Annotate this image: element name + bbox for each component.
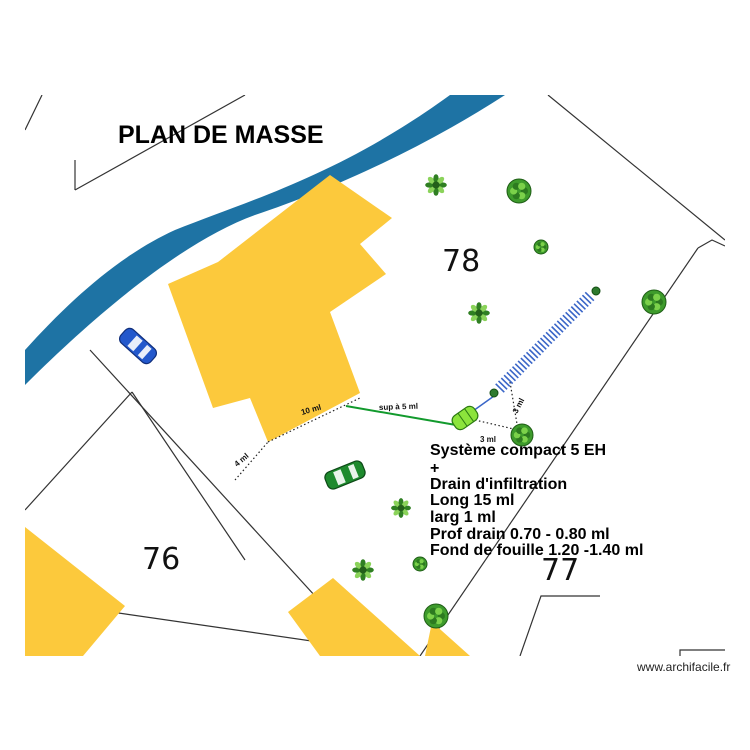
drain-segment bbox=[497, 380, 508, 390]
note-line: larg 1 ml bbox=[430, 509, 496, 526]
note-line: Long 15 ml bbox=[430, 492, 514, 509]
tree-icon bbox=[533, 239, 549, 255]
drain-segment bbox=[570, 306, 581, 316]
building-lot-77 bbox=[288, 578, 470, 656]
drain-segment bbox=[523, 354, 533, 365]
drain-segment bbox=[542, 334, 553, 345]
drain-segment bbox=[573, 303, 584, 313]
drain-end-node bbox=[591, 286, 601, 296]
tree-icon bbox=[641, 289, 667, 315]
measure-sup5ml: sup à 5 ml bbox=[379, 402, 418, 412]
car-icon bbox=[118, 327, 158, 365]
tree-icon bbox=[412, 556, 428, 572]
drain-segment bbox=[584, 291, 595, 302]
drain-segment bbox=[531, 346, 542, 356]
note-line: Système compact 5 EH bbox=[430, 442, 606, 459]
note-line: Fond de fouille 1.20 -1.40 ml bbox=[430, 542, 643, 559]
parcel-lines bbox=[25, 95, 725, 656]
drain-segment bbox=[579, 297, 589, 308]
measure-4ml: 4 ml bbox=[233, 451, 251, 468]
note-line: Drain d'infiltration bbox=[430, 476, 567, 493]
drain-segment bbox=[567, 308, 578, 319]
drain-segment bbox=[525, 351, 536, 362]
drain-segment bbox=[520, 357, 531, 368]
drain-segment bbox=[576, 300, 586, 310]
plan-title: PLAN DE MASSE bbox=[118, 121, 324, 149]
system-notes: Système compact 5 EH + Drain d'infiltrat… bbox=[430, 442, 643, 559]
drain-segment bbox=[534, 343, 545, 353]
drain-segment bbox=[559, 317, 570, 328]
credit-link[interactable]: www.archifacile.fr bbox=[636, 660, 730, 674]
drain-segment bbox=[537, 340, 547, 350]
infiltration-drain bbox=[495, 291, 595, 393]
drain-segment bbox=[509, 368, 519, 379]
shrub-icon bbox=[352, 559, 374, 581]
car-icon bbox=[324, 460, 366, 490]
drain-segment bbox=[562, 314, 572, 325]
shrub-icon bbox=[425, 174, 447, 196]
drain-segment bbox=[517, 360, 528, 370]
main-house bbox=[168, 175, 392, 442]
tree-icon bbox=[423, 603, 449, 629]
drain-segment bbox=[506, 371, 517, 382]
measure-lines bbox=[234, 381, 519, 481]
drain-segment bbox=[500, 377, 511, 388]
drain-segment bbox=[495, 383, 505, 393]
drain-segment bbox=[528, 348, 539, 359]
drain-segment bbox=[503, 374, 514, 385]
lot-number-77: 77 bbox=[541, 553, 579, 588]
drain-segment bbox=[548, 328, 559, 339]
tree-icon bbox=[510, 423, 534, 447]
septic-tank-icon bbox=[451, 405, 479, 431]
lot-number-78: 78 bbox=[442, 244, 480, 279]
drain-segment bbox=[551, 326, 561, 336]
shrub-icon bbox=[468, 302, 490, 324]
drain-segment bbox=[556, 320, 567, 330]
drain-segment bbox=[514, 363, 525, 373]
drain-segment bbox=[545, 331, 556, 342]
note-line: Prof drain 0.70 - 0.80 ml bbox=[430, 526, 610, 543]
drain-segment bbox=[539, 337, 550, 348]
measure-3ml-horizontal: 3 ml bbox=[480, 435, 496, 444]
drain-segment bbox=[581, 294, 592, 305]
drain-segment bbox=[553, 323, 564, 333]
drain-segment bbox=[511, 366, 522, 376]
tree-icon bbox=[506, 178, 532, 204]
measure-3ml-vertical: 3 ml bbox=[511, 397, 526, 415]
note-line: + bbox=[430, 460, 439, 477]
road bbox=[25, 95, 505, 385]
drain-segment bbox=[565, 311, 575, 322]
building-lot-76 bbox=[25, 527, 125, 656]
lot-number-76: 76 bbox=[142, 542, 180, 577]
drain-start-node bbox=[489, 388, 499, 398]
shrub-icon bbox=[391, 498, 411, 518]
pipe bbox=[345, 405, 457, 426]
